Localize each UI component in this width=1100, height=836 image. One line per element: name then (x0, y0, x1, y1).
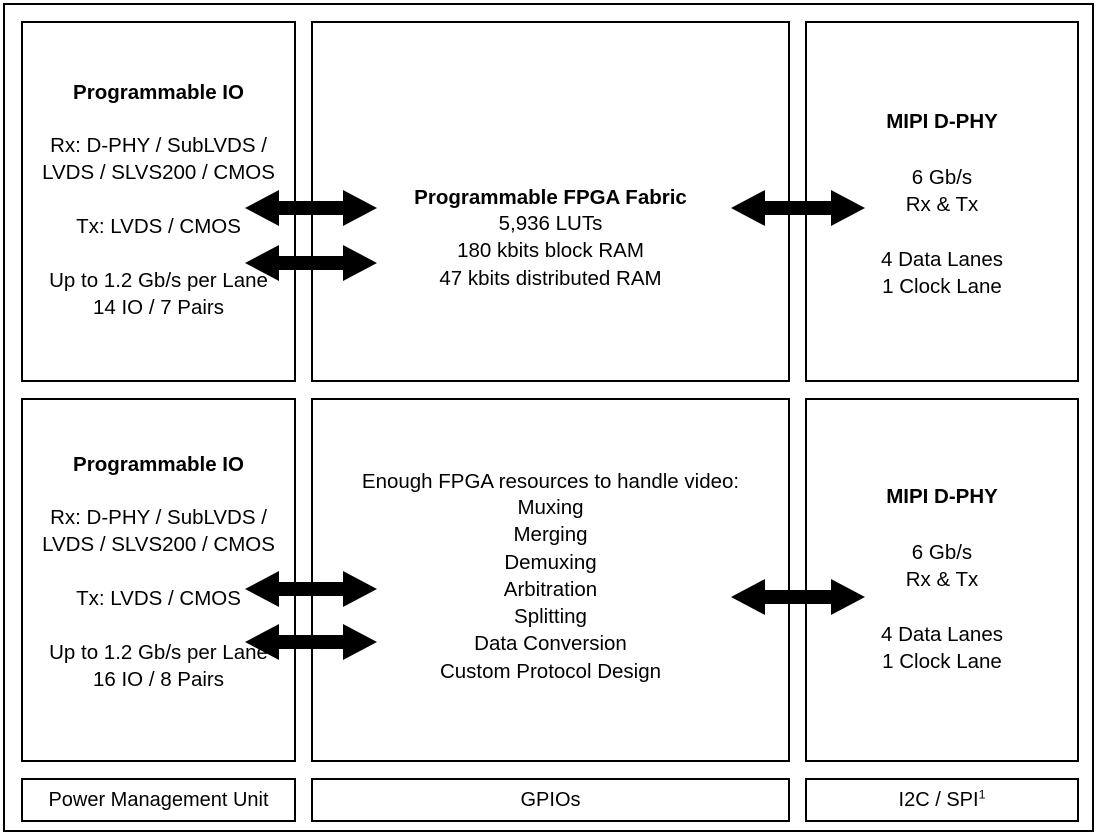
io-bottom-io-count: 16 IO / 8 Pairs (92, 667, 225, 691)
io-top-io-count: 14 IO / 7 Pairs (92, 295, 225, 319)
block-fpga-video-features: Enough FPGA resources to handle video: M… (311, 398, 790, 762)
mipi-top-title: MIPI D-PHY (886, 110, 998, 133)
video-feature-demuxing: Demuxing (504, 550, 597, 574)
mipi-bottom-clock-lane: 1 Clock Lane (882, 649, 1002, 673)
io-top-title: Programmable IO (73, 81, 244, 104)
io-bottom-title: Programmable IO (73, 453, 244, 476)
footer-power-management-unit: Power Management Unit (21, 778, 296, 822)
footer-gpios: GPIOs (311, 778, 790, 822)
footer-interface-text: I2C / SPI (898, 789, 979, 811)
footer-i2c-spi: I2C / SPI1 (805, 778, 1079, 822)
video-feature-merging: Merging (513, 523, 588, 547)
arrow-io-bottom-to-fabric-upper (245, 569, 377, 609)
chip-outline (3, 3, 1094, 832)
block-programmable-io-top: Programmable IO Rx: D-PHY / SubLVDS / LV… (21, 21, 296, 382)
block-programmable-io-bottom: Programmable IO Rx: D-PHY / SubLVDS / LV… (21, 398, 296, 762)
video-feature-splitting: Splitting (514, 605, 587, 628)
video-feature-arbitration: Arbitration (503, 577, 598, 601)
io-bottom-speed: Up to 1.2 Gb/s per Lane (49, 640, 268, 664)
mipi-bottom-rate: 6 Gb/s (911, 540, 973, 564)
block-mipi-dphy-bottom: MIPI D-PHY 6 Gb/s Rx & Tx 4 Data Lanes 1… (805, 398, 1079, 762)
video-heading: Enough FPGA resources to handle video: (361, 470, 740, 493)
fabric-luts: 5,936 LUTs (498, 212, 603, 235)
arrow-fabric-to-mipi-top (731, 188, 865, 228)
video-feature-muxing: Muxing (517, 496, 584, 519)
footer-interface-footnote-marker: 1 (978, 787, 986, 802)
video-feature-custom-protocol-design: Custom Protocol Design (439, 659, 662, 683)
fabric-block-ram: 180 kbits block RAM (457, 239, 644, 263)
arrow-fabric-to-mipi-bottom (731, 577, 865, 617)
io-top-tx: Tx: LVDS / CMOS (76, 214, 241, 238)
fabric-distributed-ram: 47 kbits distributed RAM (439, 266, 662, 290)
arrow-io-top-to-fabric-lower (245, 243, 377, 283)
fabric-title: Programmable FPGA Fabric (414, 186, 687, 209)
mipi-top-clock-lane: 1 Clock Lane (882, 274, 1002, 298)
arrow-io-bottom-to-fabric-lower (245, 622, 377, 662)
footer-gpios-label: GPIOs (520, 789, 581, 811)
io-top-rx-line1: Rx: D-PHY / SubLVDS / (50, 133, 267, 157)
mipi-top-rate: 6 Gb/s (911, 165, 973, 189)
io-top-speed: Up to 1.2 Gb/s per Lane (49, 268, 268, 292)
mipi-bottom-title: MIPI D-PHY (886, 485, 998, 508)
io-top-rx-line2: LVDS / SLVS200 / CMOS (42, 160, 275, 184)
video-feature-data-conversion: Data Conversion (474, 632, 627, 656)
arrow-io-top-to-fabric-upper (245, 188, 377, 228)
mipi-top-direction: Rx & Tx (905, 192, 979, 216)
io-bottom-rx-line2: LVDS / SLVS200 / CMOS (42, 532, 275, 556)
mipi-bottom-data-lanes: 4 Data Lanes (881, 622, 1003, 646)
mipi-bottom-direction: Rx & Tx (905, 567, 979, 591)
footer-interface-label: I2C / SPI1 (898, 787, 986, 811)
block-fpga-fabric: Programmable FPGA Fabric 5,936 LUTs 180 … (311, 21, 790, 382)
mipi-top-data-lanes: 4 Data Lanes (881, 247, 1003, 271)
footer-power-label: Power Management Unit (48, 789, 269, 811)
io-bottom-rx-line1: Rx: D-PHY / SubLVDS / (50, 505, 267, 529)
io-bottom-tx: Tx: LVDS / CMOS (76, 586, 241, 610)
